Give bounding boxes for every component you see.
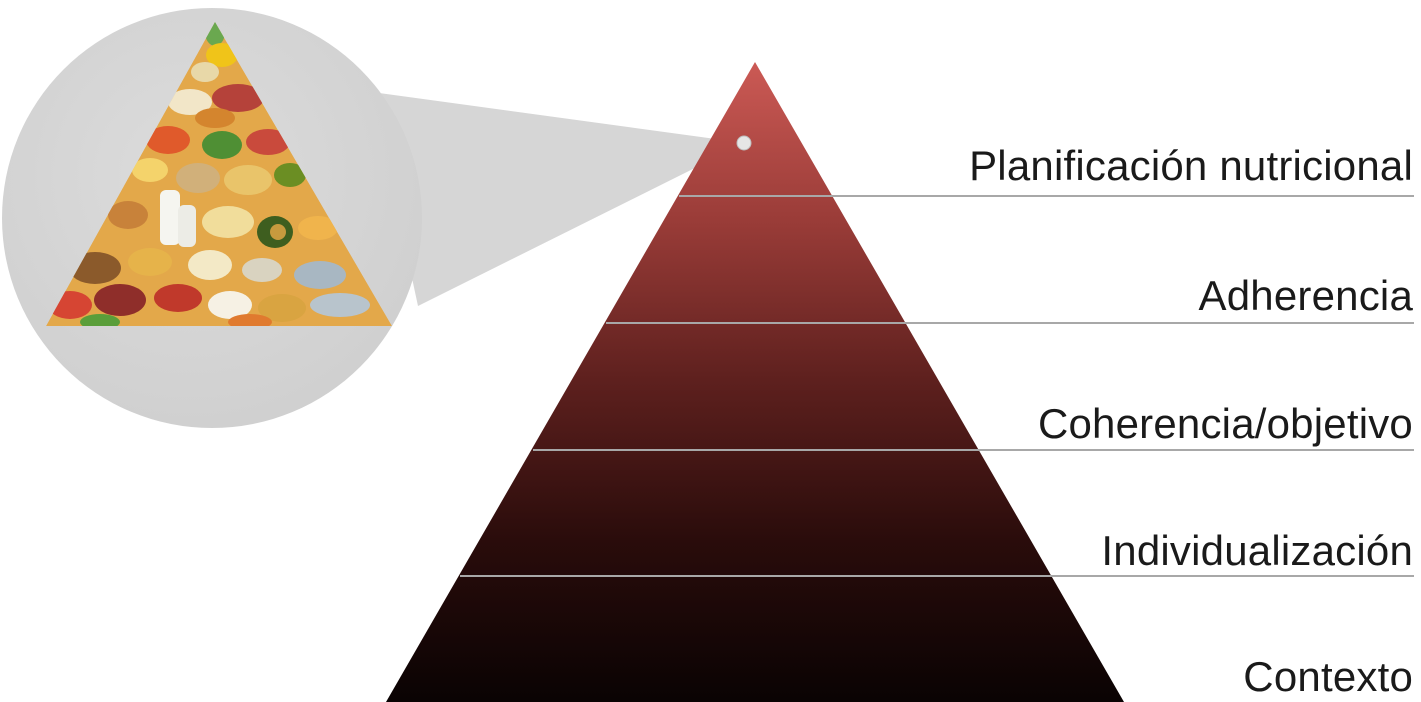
apex-marker — [736, 135, 752, 151]
level-label-contexto: Contexto — [1243, 653, 1413, 700]
level-label-individualizacion: Individualización — [1101, 527, 1413, 574]
level-label-adherencia: Adherencia — [1198, 272, 1413, 319]
pyramid-shape — [386, 62, 1124, 702]
callout-connector — [372, 92, 745, 306]
level-label-planificacion: Planificación nutricional — [969, 142, 1413, 189]
level-label-coherencia: Coherencia/objetivo — [1037, 400, 1413, 447]
